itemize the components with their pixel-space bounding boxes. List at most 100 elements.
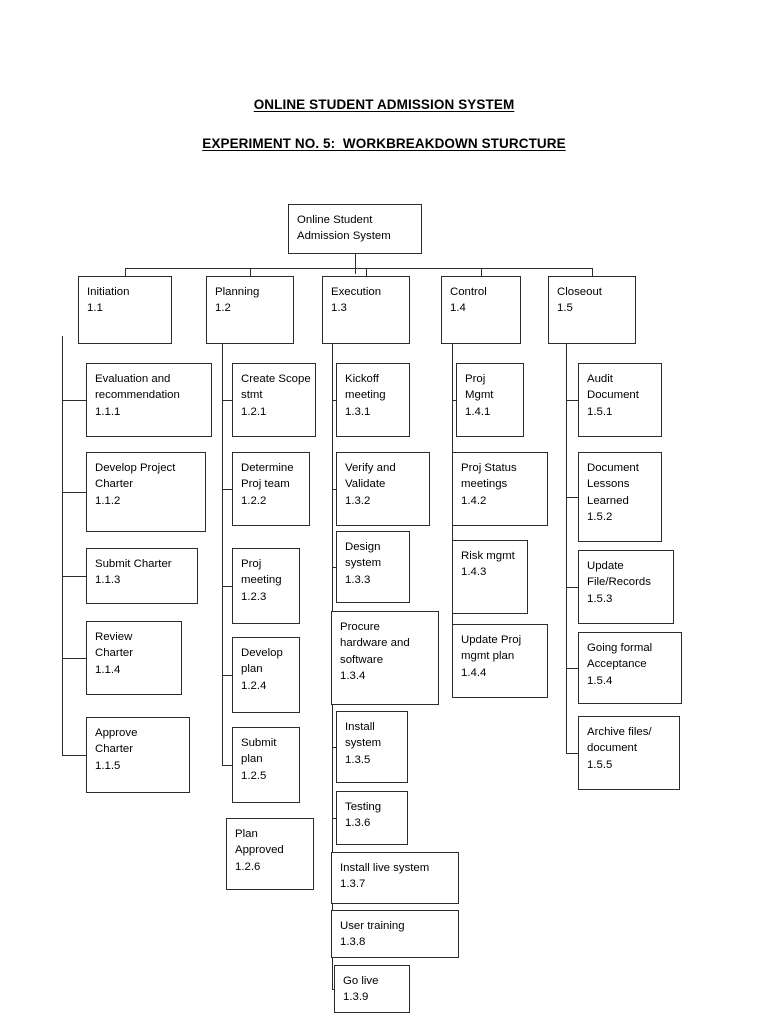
wbs-task-1.2.5-code: 1.2.5: [241, 769, 267, 782]
task-stub-1.3.1: [332, 400, 336, 402]
wbs-task-1.2.2-code: 1.2.2: [241, 494, 267, 507]
wbs-phase-closeout-code: 1.5: [557, 302, 573, 315]
wbs-task-1.1.4-code: 1.1.4: [95, 663, 121, 676]
page-subtitle: EXPERIMENT NO. 5: WORKBREAKDOWN STURCTUR…: [0, 136, 768, 151]
wbs-task-1.1.1-label: Evaluation and: [95, 373, 171, 385]
task-stub-1.2.2: [222, 489, 232, 491]
wbs-task-1.1.4-label: Charter: [95, 647, 133, 660]
wbs-task-1.3.4-label: software: [340, 653, 384, 666]
wbs-task-1.5.2-label: Learned: [587, 494, 629, 507]
wbs-task-1.3.1-code: 1.3.1: [345, 405, 371, 418]
wbs-task-1.3.2-label: Validate: [345, 478, 386, 491]
wbs-task-1.3.6-label: Testing: [345, 801, 382, 813]
wbs-task-1.4.3-code: 1.4.3: [461, 566, 487, 579]
wbs-task-1.2.1-code: 1.2.1: [241, 405, 267, 418]
task-stub-1.3.5: [332, 747, 336, 749]
wbs-task-1.1.1-label: recommendation: [95, 389, 180, 402]
root-drop-connector: [355, 254, 357, 274]
wbs-task-1.5.4-code: 1.5.4: [587, 674, 613, 687]
wbs-task-1.3.4-label: Procure: [340, 621, 380, 633]
task-stub-1.4.1: [452, 400, 456, 402]
wbs-task-1.3.5-label: system: [345, 737, 382, 750]
task-stub-1.5.5: [566, 753, 578, 755]
wbs-task-1.1.2-label: Charter: [95, 478, 133, 491]
wbs-task-1.2.3-code: 1.2.3: [241, 590, 267, 603]
wbs-task-1.1.4-label: Review: [95, 631, 133, 643]
wbs-task-1.1.2-code: 1.1.2: [95, 494, 121, 507]
wbs-task-1.3.7-label: Install live system: [340, 862, 430, 874]
wbs-task-1.3.1-label: Kickoff: [345, 373, 379, 385]
wbs-task-1.2.2-label: Determine: [241, 462, 294, 474]
wbs-task-1.4.1-code: 1.4.1: [465, 405, 491, 418]
wbs-task-1.2.3-label: meeting: [241, 574, 282, 587]
wbs-task-1.3.9-code: 1.3.9: [343, 991, 369, 1004]
wbs-task-1.5.4-label: Acceptance: [587, 658, 647, 671]
wbs-phase-control-label: Control: [450, 286, 487, 298]
task-stub-1.2.3: [222, 586, 232, 588]
wbs-task-1.3.9[interactable]: Go live 1.3.9: [334, 965, 410, 1013]
wbs-task-1.5.3-code: 1.5.3: [587, 592, 613, 605]
page-title-text: ONLINE STUDENT ADMISSION SYSTEM: [253, 97, 515, 112]
wbs-task-1.3.8-label: User training: [340, 920, 405, 932]
phase-drop-connector-initiation: [125, 268, 127, 276]
task-stub-1.2.1: [222, 400, 232, 402]
wbs-task-1.1.3-code: 1.1.3: [95, 574, 121, 587]
wbs-phase-execution-code: 1.3: [331, 302, 347, 315]
wbs-task-1.5.3-label: File/Records: [587, 576, 651, 589]
task-stub-1.1.2: [62, 492, 86, 494]
wbs-task-1.3.2-label: Verify and: [345, 462, 396, 474]
wbs-task-1.5.5-code: 1.5.5: [587, 758, 613, 771]
wbs-task-1.3.5-code: 1.3.5: [345, 753, 371, 766]
wbs-task-1.4.4-label: Update Proj: [461, 634, 522, 646]
wbs-task-1.1.2-label: Develop Project: [95, 462, 176, 474]
wbs-task-1.4.2-code: 1.4.2: [461, 494, 487, 507]
phase-drop-connector-execution: [366, 268, 368, 276]
task-stub-1.5.3: [566, 587, 578, 589]
task-spine-planning: [222, 336, 224, 765]
wbs-root-node-code: Admission System: [297, 230, 391, 243]
wbs-task-1.5.5-label: document: [587, 742, 638, 755]
wbs-task-1.3.9-label: Go live: [343, 975, 379, 987]
wbs-task-1.3.4-label: hardware and: [340, 637, 410, 650]
wbs-task-1.4.3[interactable]: Risk mgmt 1.4.3: [452, 540, 528, 614]
task-stub-1.5.4: [566, 668, 578, 670]
wbs-task-1.4.3-label: Risk mgmt: [461, 550, 515, 562]
wbs-task-1.4.1-label: Proj: [465, 373, 486, 385]
wbs-task-1.3.3-label: system: [345, 557, 382, 570]
wbs-task-1.2.5-label: plan: [241, 753, 263, 766]
wbs-task-1.3.3-code: 1.3.3: [345, 573, 371, 586]
